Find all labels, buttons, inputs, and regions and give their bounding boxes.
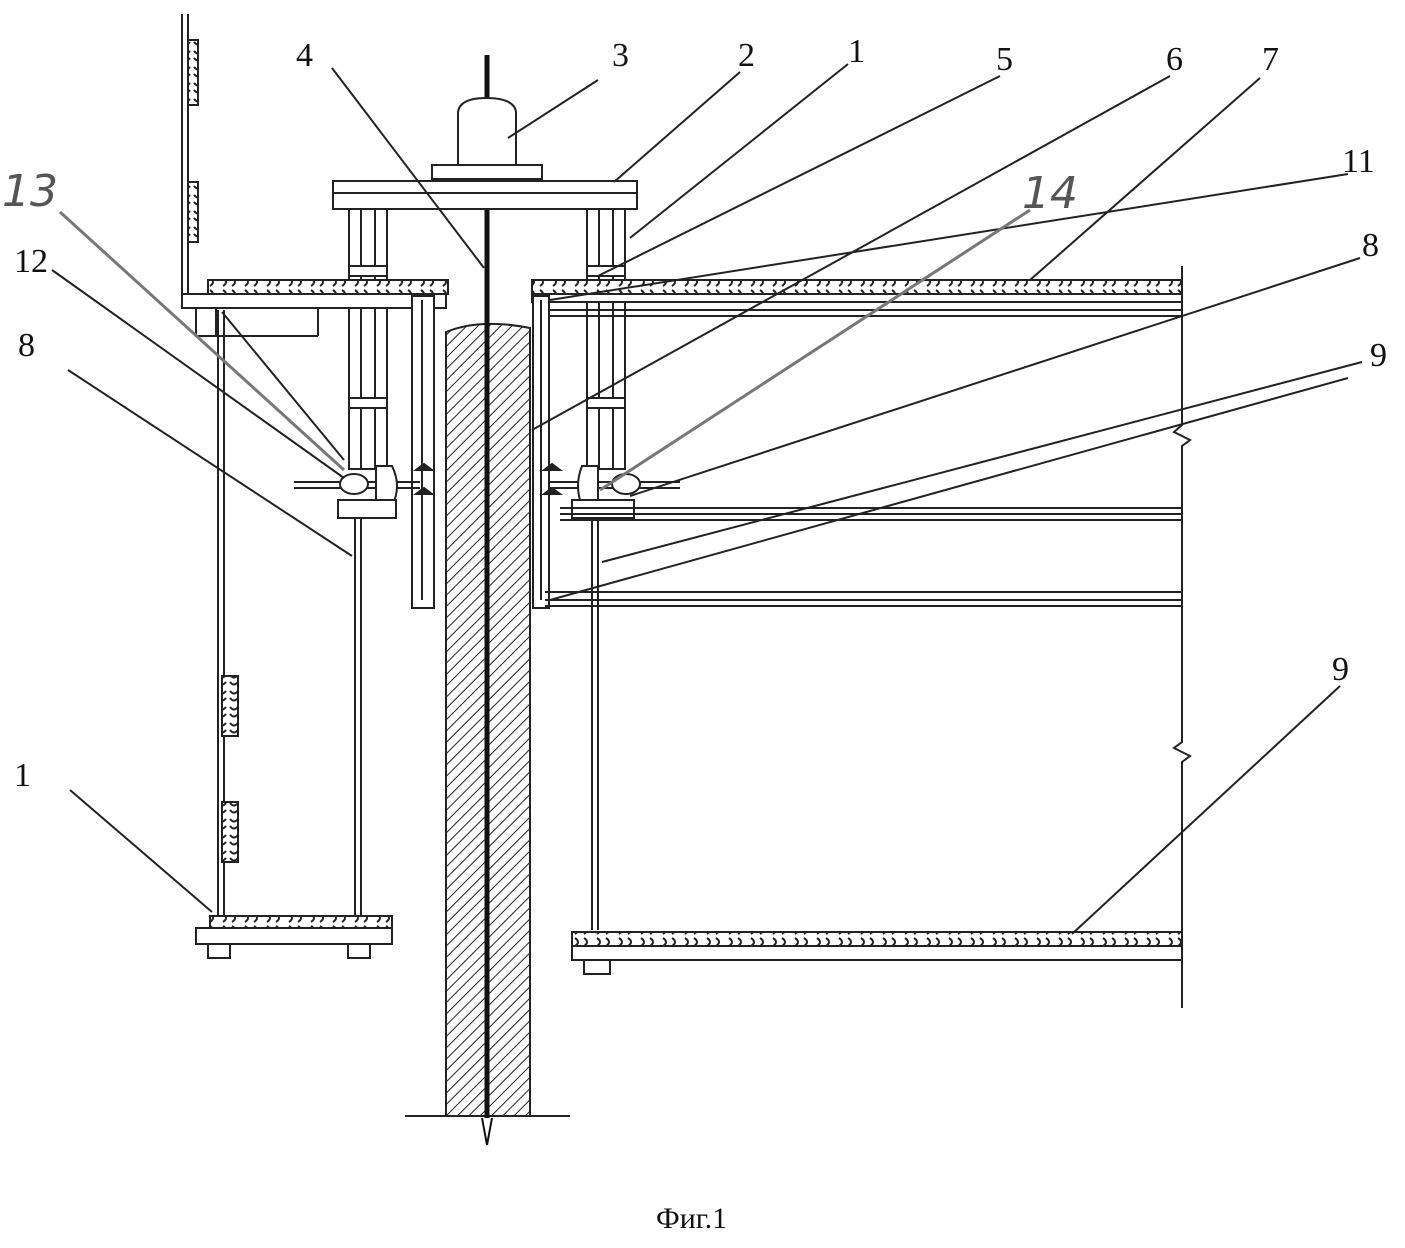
label-9-upper: 9 xyxy=(1370,337,1387,374)
guide-columns xyxy=(348,208,626,470)
label-7: 7 xyxy=(1262,41,1279,78)
label-14: 14 xyxy=(1022,168,1078,219)
right-wall xyxy=(1172,266,1192,1008)
right-middle-beams xyxy=(545,507,1182,607)
right-top-platform xyxy=(531,279,1183,317)
bottom-left-platform xyxy=(195,915,393,959)
left-clamp-assembly xyxy=(294,462,435,519)
leader-lines xyxy=(51,63,1363,935)
label-2: 2 xyxy=(738,37,755,74)
threaded-rod xyxy=(481,55,493,1146)
motor xyxy=(431,96,543,180)
label-9-lower: 9 xyxy=(1332,651,1349,688)
label-8-left: 8 xyxy=(18,327,35,364)
right-clamp-assembly xyxy=(541,462,680,519)
label-1-top: 1 xyxy=(848,33,865,70)
label-6: 6 xyxy=(1166,41,1183,78)
bottom-right-platform xyxy=(571,931,1183,975)
label-13: 13 xyxy=(2,166,58,217)
sleeve-panels xyxy=(411,295,550,609)
crossbeam xyxy=(332,180,638,210)
label-3: 3 xyxy=(612,37,629,74)
figure-caption: Фиг.1 xyxy=(656,1202,727,1235)
label-12: 12 xyxy=(14,243,48,280)
left-hangers xyxy=(217,310,362,918)
label-8-right: 8 xyxy=(1362,227,1379,264)
left-top-platform xyxy=(181,279,449,337)
label-5: 5 xyxy=(996,41,1013,78)
label-4: 4 xyxy=(296,37,313,74)
leader-lines-grey xyxy=(58,208,1031,492)
left-mast xyxy=(181,14,199,300)
label-11: 11 xyxy=(1342,143,1375,180)
label-1-bottom: 1 xyxy=(14,757,31,794)
right-hangers xyxy=(591,518,599,930)
